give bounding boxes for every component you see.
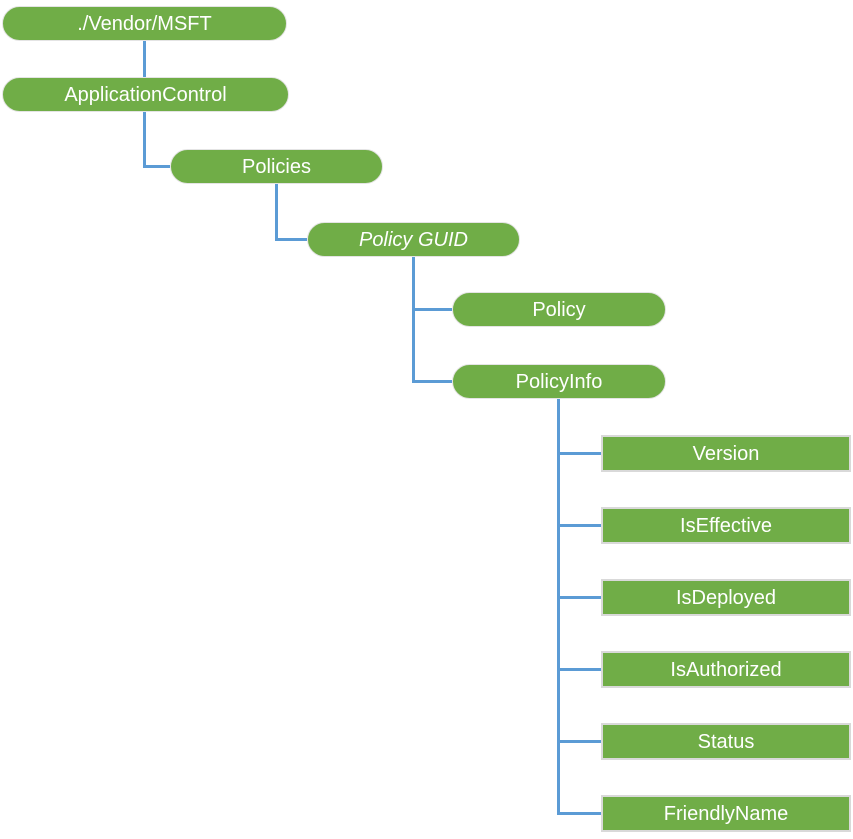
- node-version: Version: [601, 435, 851, 472]
- node-friendly-name: FriendlyName: [601, 795, 851, 832]
- connector-branch-iseffective: [557, 524, 601, 527]
- node-policy-guid: Policy GUID: [307, 222, 520, 257]
- connector-branch-version: [557, 452, 601, 455]
- node-version-label: Version: [692, 442, 760, 465]
- connector-policies-elbow-vertical: [275, 184, 278, 241]
- connector-branch-status: [557, 740, 601, 743]
- node-policy-label: Policy: [532, 298, 586, 321]
- node-is-effective: IsEffective: [601, 507, 851, 544]
- node-is-deployed-label: IsDeployed: [675, 586, 777, 609]
- node-policies-label: Policies: [242, 155, 311, 178]
- connector-applicationcontrol-elbow-horizontal: [143, 165, 170, 168]
- node-vendor-msft: ./Vendor/MSFT: [2, 6, 287, 41]
- node-policy-info: PolicyInfo: [452, 364, 666, 399]
- node-is-deployed: IsDeployed: [601, 579, 851, 616]
- node-application-control: ApplicationControl: [2, 77, 289, 112]
- connector-branch-policy: [412, 308, 452, 311]
- node-status-label: Status: [697, 730, 755, 753]
- connector-applicationcontrol-elbow-vertical: [143, 112, 146, 168]
- node-status: Status: [601, 723, 851, 760]
- connector-branch-policyinfo: [412, 380, 452, 383]
- connector-branch-isauthorized: [557, 668, 601, 671]
- node-friendly-name-label: FriendlyName: [663, 802, 789, 825]
- connector-branch-friendlyname: [557, 812, 601, 815]
- connector-policyguid-trunk: [412, 257, 415, 383]
- connector-branch-isdeployed: [557, 596, 601, 599]
- node-is-authorized-label: IsAuthorized: [670, 658, 782, 681]
- node-is-effective-label: IsEffective: [680, 514, 772, 537]
- node-is-authorized: IsAuthorized: [601, 651, 851, 688]
- connector-policyinfo-trunk: [557, 399, 560, 815]
- node-vendor-msft-label: ./Vendor/MSFT: [77, 12, 212, 35]
- node-policy: Policy: [452, 292, 666, 327]
- node-policy-info-label: PolicyInfo: [515, 370, 603, 393]
- node-policies: Policies: [170, 149, 383, 184]
- connector-vendor-to-applicationcontrol: [143, 41, 146, 77]
- node-policy-guid-label: Policy GUID: [359, 228, 468, 251]
- connector-policies-elbow-horizontal: [275, 238, 307, 241]
- node-application-control-label: ApplicationControl: [64, 83, 227, 106]
